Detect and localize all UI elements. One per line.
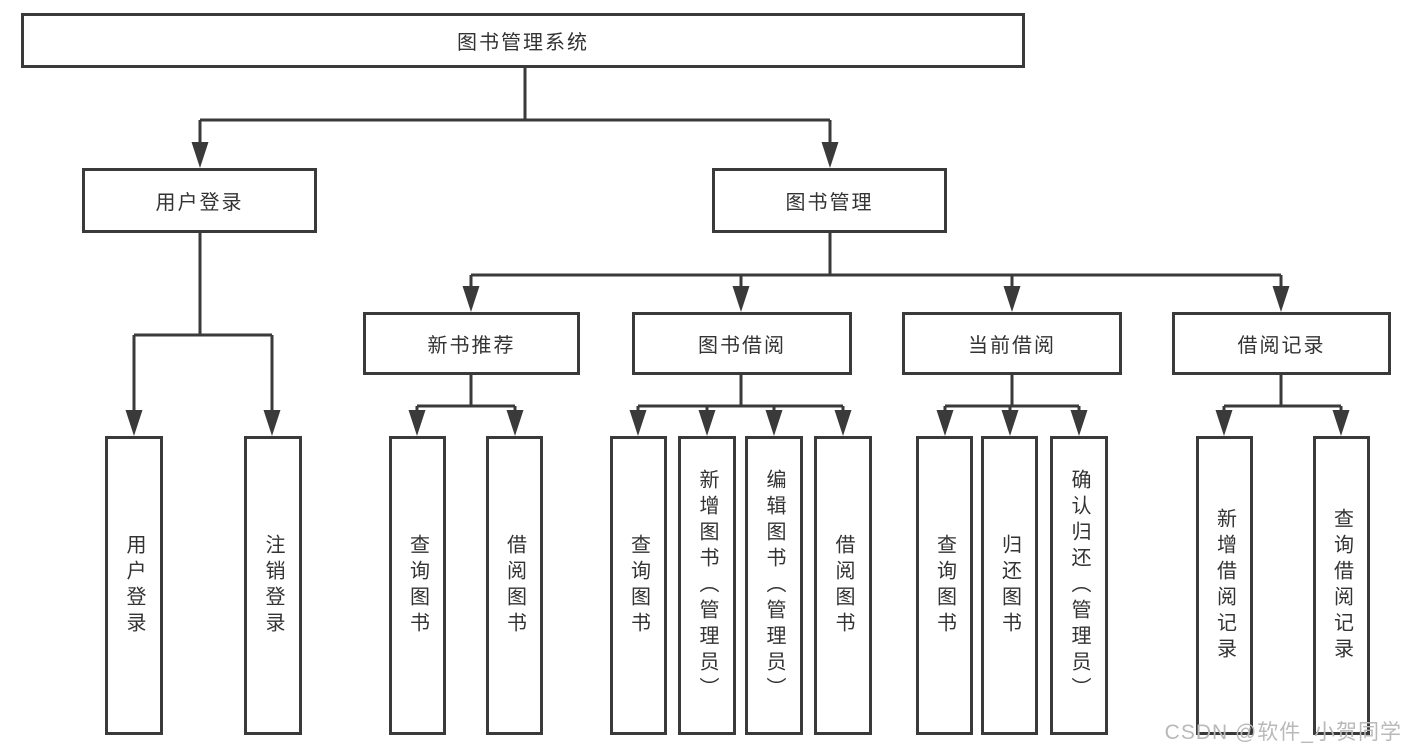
leaf-edit-book-admin: 编辑图书（管理员） (745, 436, 803, 735)
leaf-query-borrow-record: 查询借阅记录 (1313, 436, 1370, 735)
leaf-logout-label: 注销登录 (262, 533, 284, 638)
leaf-query-books-recommend: 查询图书 (389, 436, 446, 735)
node-current-borrow: 当前借阅 (902, 312, 1122, 375)
node-book-management: 图书管理 (712, 168, 947, 233)
leaf-add-borrow-record: 新增借阅记录 (1196, 436, 1253, 735)
leaf-edit-book-admin-label: 编辑图书（管理员） (763, 468, 785, 703)
node-user-login-label: 用户登录 (155, 192, 244, 214)
node-root-label: 图书管理系统 (457, 32, 589, 54)
leaf-add-book-admin: 新增图书（管理员） (678, 436, 736, 735)
leaf-query-books-current-label: 查询图书 (933, 533, 956, 638)
leaf-user-login: 用户登录 (105, 436, 163, 735)
leaf-confirm-return-admin: 确认归还（管理员） (1050, 436, 1108, 735)
leaf-borrow-books: 借阅图书 (814, 436, 872, 735)
node-borrow-records-label: 借阅记录 (1237, 335, 1326, 357)
node-book-management-label: 图书管理 (785, 192, 874, 214)
node-new-book-recommend-label: 新书推荐 (427, 335, 516, 357)
leaf-return-book-label: 归还图书 (998, 533, 1021, 638)
leaf-user-login-label: 用户登录 (123, 533, 145, 638)
leaf-logout: 注销登录 (244, 436, 302, 735)
leaf-return-book: 归还图书 (981, 436, 1038, 735)
node-book-borrow-label: 图书借阅 (698, 335, 786, 357)
leaf-query-borrow-record-label: 查询借阅记录 (1330, 507, 1353, 664)
leaf-query-books-current: 查询图书 (916, 436, 973, 735)
node-root-system: 图书管理系统 (21, 13, 1025, 68)
leaf-add-book-admin-label: 新增图书（管理员） (696, 468, 718, 703)
node-new-book-recommend: 新书推荐 (363, 312, 580, 375)
leaf-borrow-books-recommend: 借阅图书 (486, 436, 543, 735)
leaf-confirm-return-admin-label: 确认归还（管理员） (1068, 468, 1090, 703)
node-borrow-records: 借阅记录 (1172, 312, 1391, 375)
node-current-borrow-label: 当前借阅 (968, 335, 1056, 357)
leaf-borrow-books-recommend-label: 借阅图书 (503, 533, 526, 638)
leaf-query-books-borrow-label: 查询图书 (627, 533, 650, 638)
node-user-login: 用户登录 (82, 168, 317, 233)
leaf-borrow-books-label: 借阅图书 (832, 533, 854, 638)
leaf-query-books-borrow: 查询图书 (610, 436, 667, 735)
leaf-query-books-recommend-label: 查询图书 (406, 533, 429, 638)
leaf-add-borrow-record-label: 新增借阅记录 (1213, 507, 1236, 664)
csdn-watermark: CSDN @软件_小贺同学 (1164, 721, 1402, 744)
node-book-borrow: 图书借阅 (632, 312, 852, 375)
